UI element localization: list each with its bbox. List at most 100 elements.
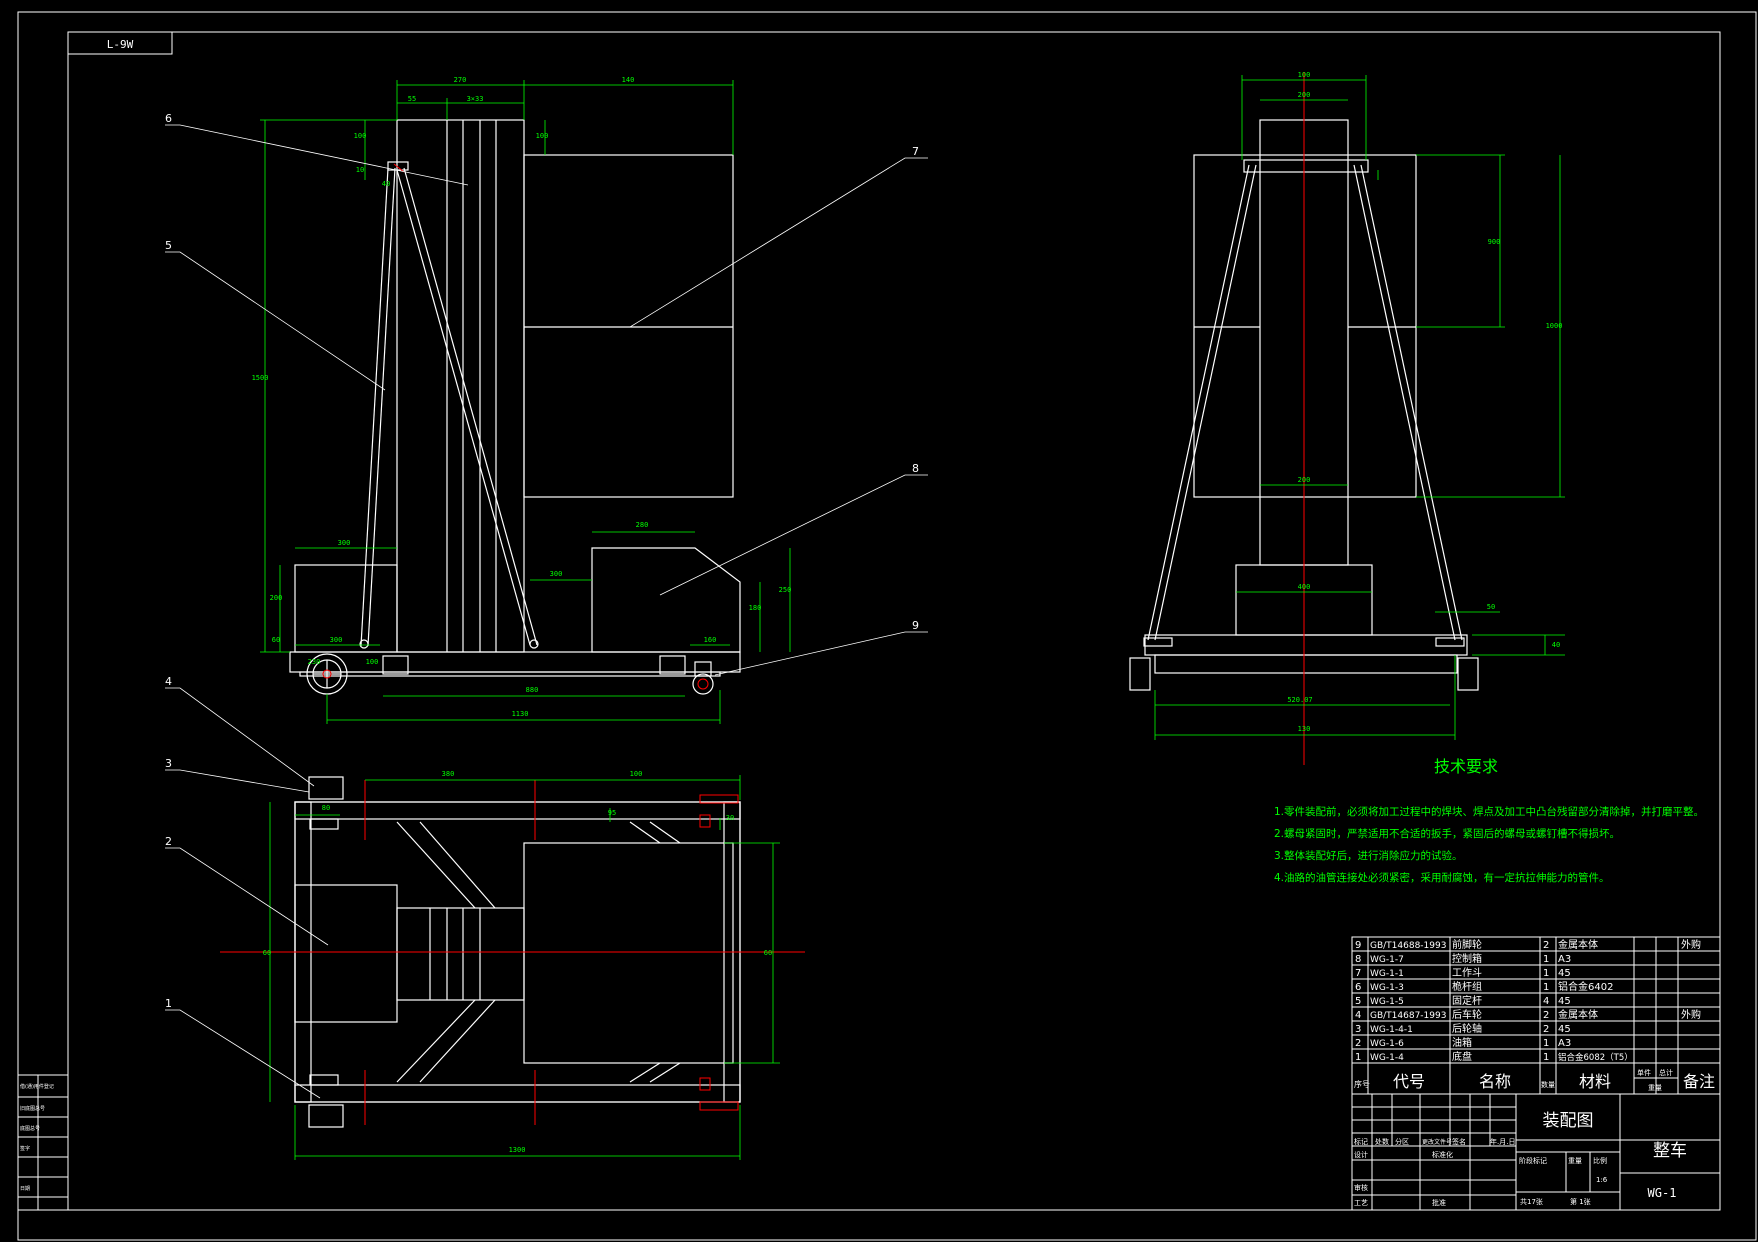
dimension-label: 55 bbox=[408, 95, 416, 103]
parts-row-code: WG-1-3 bbox=[1370, 983, 1404, 993]
parts-row-no: 4 bbox=[1355, 1010, 1361, 1021]
dimension-label: 40 bbox=[382, 180, 390, 188]
parts-row-no: 9 bbox=[1355, 940, 1361, 951]
dimension-label: 140 bbox=[622, 76, 635, 84]
parts-list: 9 GB/T14688-1993 前脚轮 2 金属本体 外购 8 WG-1-7 … bbox=[1351, 936, 1721, 1095]
title-row-label: 处数 bbox=[1375, 1137, 1389, 1146]
plan-view: 380 100 80 95 30 1300 60 60 1 2 3 4 bbox=[165, 675, 805, 1160]
parts-row-name: 控制箱 bbox=[1452, 952, 1482, 965]
sidebar-label: 借(通)用件登记 bbox=[20, 1083, 54, 1090]
title-row-label: 年.月.日 bbox=[1490, 1137, 1515, 1146]
parts-row-no: 3 bbox=[1355, 1024, 1361, 1035]
tech-note-item: 4.油路的油管连接处必须紧密，采用耐腐蚀，有一定抗拉伸能力的管件。 bbox=[1274, 871, 1610, 884]
parts-row-material: 45 bbox=[1558, 996, 1571, 1007]
dimension-label: 100 bbox=[1298, 71, 1311, 79]
leader-number: 6 bbox=[165, 112, 172, 125]
title-process: 工艺 bbox=[1354, 1199, 1368, 1207]
dimension-label: 95 bbox=[608, 809, 616, 817]
dimension-label: 160 bbox=[704, 636, 717, 644]
parts-row-note: 外购 bbox=[1681, 1008, 1701, 1021]
parts-row-qty: 2 bbox=[1543, 1024, 1549, 1035]
dimension-label: 30 bbox=[726, 814, 734, 822]
parts-row-material: A3 bbox=[1558, 1038, 1571, 1049]
parts-row-material: 金属本体 bbox=[1558, 1008, 1598, 1021]
title-row-label: 标记 bbox=[1354, 1137, 1368, 1146]
leader-number: 3 bbox=[165, 757, 172, 770]
parts-row-qty: 2 bbox=[1543, 1010, 1549, 1021]
parts-row-name: 前脚轮 bbox=[1452, 938, 1482, 951]
dimension-label: 900 bbox=[1488, 238, 1501, 246]
dimension-label: 300 bbox=[338, 539, 351, 547]
dimension-label: 200 bbox=[1298, 476, 1311, 484]
dimension-label: 1130 bbox=[512, 710, 529, 718]
tech-note-item: 1.零件装配前，必须将加工过程中的焊块、焊点及加工中凸台残留部分清除掉，并打磨平… bbox=[1274, 805, 1704, 818]
tech-note-item: 2.螺母紧固时，严禁适用不合适的扳手，紧固后的螺母或螺钉槽不得损坏。 bbox=[1274, 827, 1620, 840]
parts-row-material: 45 bbox=[1558, 1024, 1571, 1035]
dimension-label: 520.07 bbox=[1287, 696, 1312, 704]
dimension-label: 280 bbox=[636, 521, 649, 529]
parts-row-no: 5 bbox=[1355, 996, 1361, 1007]
front-view: 270 140 55 3×33 100 100 10 40 1500 200 3… bbox=[165, 76, 928, 724]
dimension-label: 60 bbox=[764, 949, 772, 957]
leader-number: 7 bbox=[912, 145, 919, 158]
parts-row-name: 底盘 bbox=[1452, 1050, 1472, 1063]
parts-row-material: 铝合金6402 bbox=[1558, 980, 1613, 993]
title-row-label: 更改文件号 bbox=[1422, 1138, 1452, 1146]
dimension-label: 200 bbox=[1298, 91, 1311, 99]
parts-row-qty: 1 bbox=[1543, 982, 1549, 993]
title-row-label: 分区 bbox=[1395, 1137, 1409, 1146]
leader-number: 5 bbox=[165, 239, 172, 252]
leader-number: 8 bbox=[912, 462, 919, 475]
parts-row-qty: 1 bbox=[1543, 1052, 1549, 1063]
title-design: 设计 bbox=[1354, 1150, 1368, 1159]
parts-row-name: 油箱 bbox=[1452, 1036, 1472, 1049]
tech-note-item: 3.整体装配好后，进行消除应力的试验。 bbox=[1274, 849, 1463, 862]
parts-row-qty: 1 bbox=[1543, 968, 1549, 979]
title-sheets: 共17张 bbox=[1520, 1197, 1543, 1206]
parts-row-code: WG-1-7 bbox=[1370, 955, 1404, 965]
title-standard: 标准化 bbox=[1432, 1150, 1453, 1159]
dimension-label: 3×33 bbox=[467, 95, 484, 103]
sidebar-label: 签字 bbox=[20, 1145, 30, 1152]
dimension-label: 10 bbox=[356, 166, 364, 174]
parts-row-name: 后车轮 bbox=[1452, 1008, 1482, 1021]
parts-row-note: 外购 bbox=[1681, 938, 1701, 951]
parts-row-code: GB/T14687-1993 bbox=[1370, 1011, 1446, 1021]
dimension-label: 130 bbox=[1298, 725, 1311, 733]
leader-number: 4 bbox=[165, 675, 172, 688]
parts-row-name: 桅杆组 bbox=[1452, 980, 1482, 993]
drawing-code: L-9W bbox=[107, 38, 134, 51]
title-weight-label: 重量 bbox=[1568, 1157, 1582, 1165]
title-scale-label: 比例 bbox=[1593, 1156, 1607, 1165]
parts-row-name: 固定杆 bbox=[1452, 994, 1482, 1007]
title-sheet-no: 第 1张 bbox=[1570, 1197, 1591, 1206]
parts-header-total-weight: 总计 bbox=[1659, 1068, 1673, 1077]
dimension-label: 1300 bbox=[509, 1146, 526, 1154]
leader-number: 1 bbox=[165, 997, 172, 1010]
dimension-label: 1000 bbox=[1546, 322, 1563, 330]
parts-row-qty: 1 bbox=[1543, 954, 1549, 965]
dimension-label: 100 bbox=[630, 770, 643, 778]
sidebar-label: 日期 bbox=[20, 1186, 30, 1192]
parts-header-no: 序号 bbox=[1354, 1079, 1370, 1089]
parts-row-material: 金属本体 bbox=[1558, 938, 1598, 951]
leader-number: 9 bbox=[912, 619, 919, 632]
dimension-label: 880 bbox=[526, 686, 539, 694]
parts-row-qty: 1 bbox=[1543, 1038, 1549, 1049]
dimension-label: 200 bbox=[270, 594, 283, 602]
dimension-label: 300 bbox=[550, 570, 563, 578]
part-name: 整车 bbox=[1653, 1141, 1687, 1161]
dimension-label: 1500 bbox=[252, 374, 269, 382]
parts-header-note: 备注 bbox=[1683, 1072, 1715, 1091]
title-row-label: 签名 bbox=[1452, 1137, 1466, 1146]
parts-row-no: 7 bbox=[1355, 968, 1361, 979]
parts-header-qty: 数量 bbox=[1541, 1080, 1555, 1089]
title-scale-value: 1:6 bbox=[1596, 1176, 1608, 1184]
dimension-label: 100 bbox=[536, 132, 549, 140]
dimension-label: 40 bbox=[1552, 641, 1560, 649]
parts-row-name: 工作斗 bbox=[1452, 967, 1482, 979]
drawing-title: 装配图 bbox=[1543, 1111, 1594, 1131]
parts-row-code: WG-1-6 bbox=[1370, 1039, 1404, 1049]
dimension-label: 100 bbox=[366, 658, 379, 666]
title-approve: 批准 bbox=[1432, 1198, 1446, 1207]
